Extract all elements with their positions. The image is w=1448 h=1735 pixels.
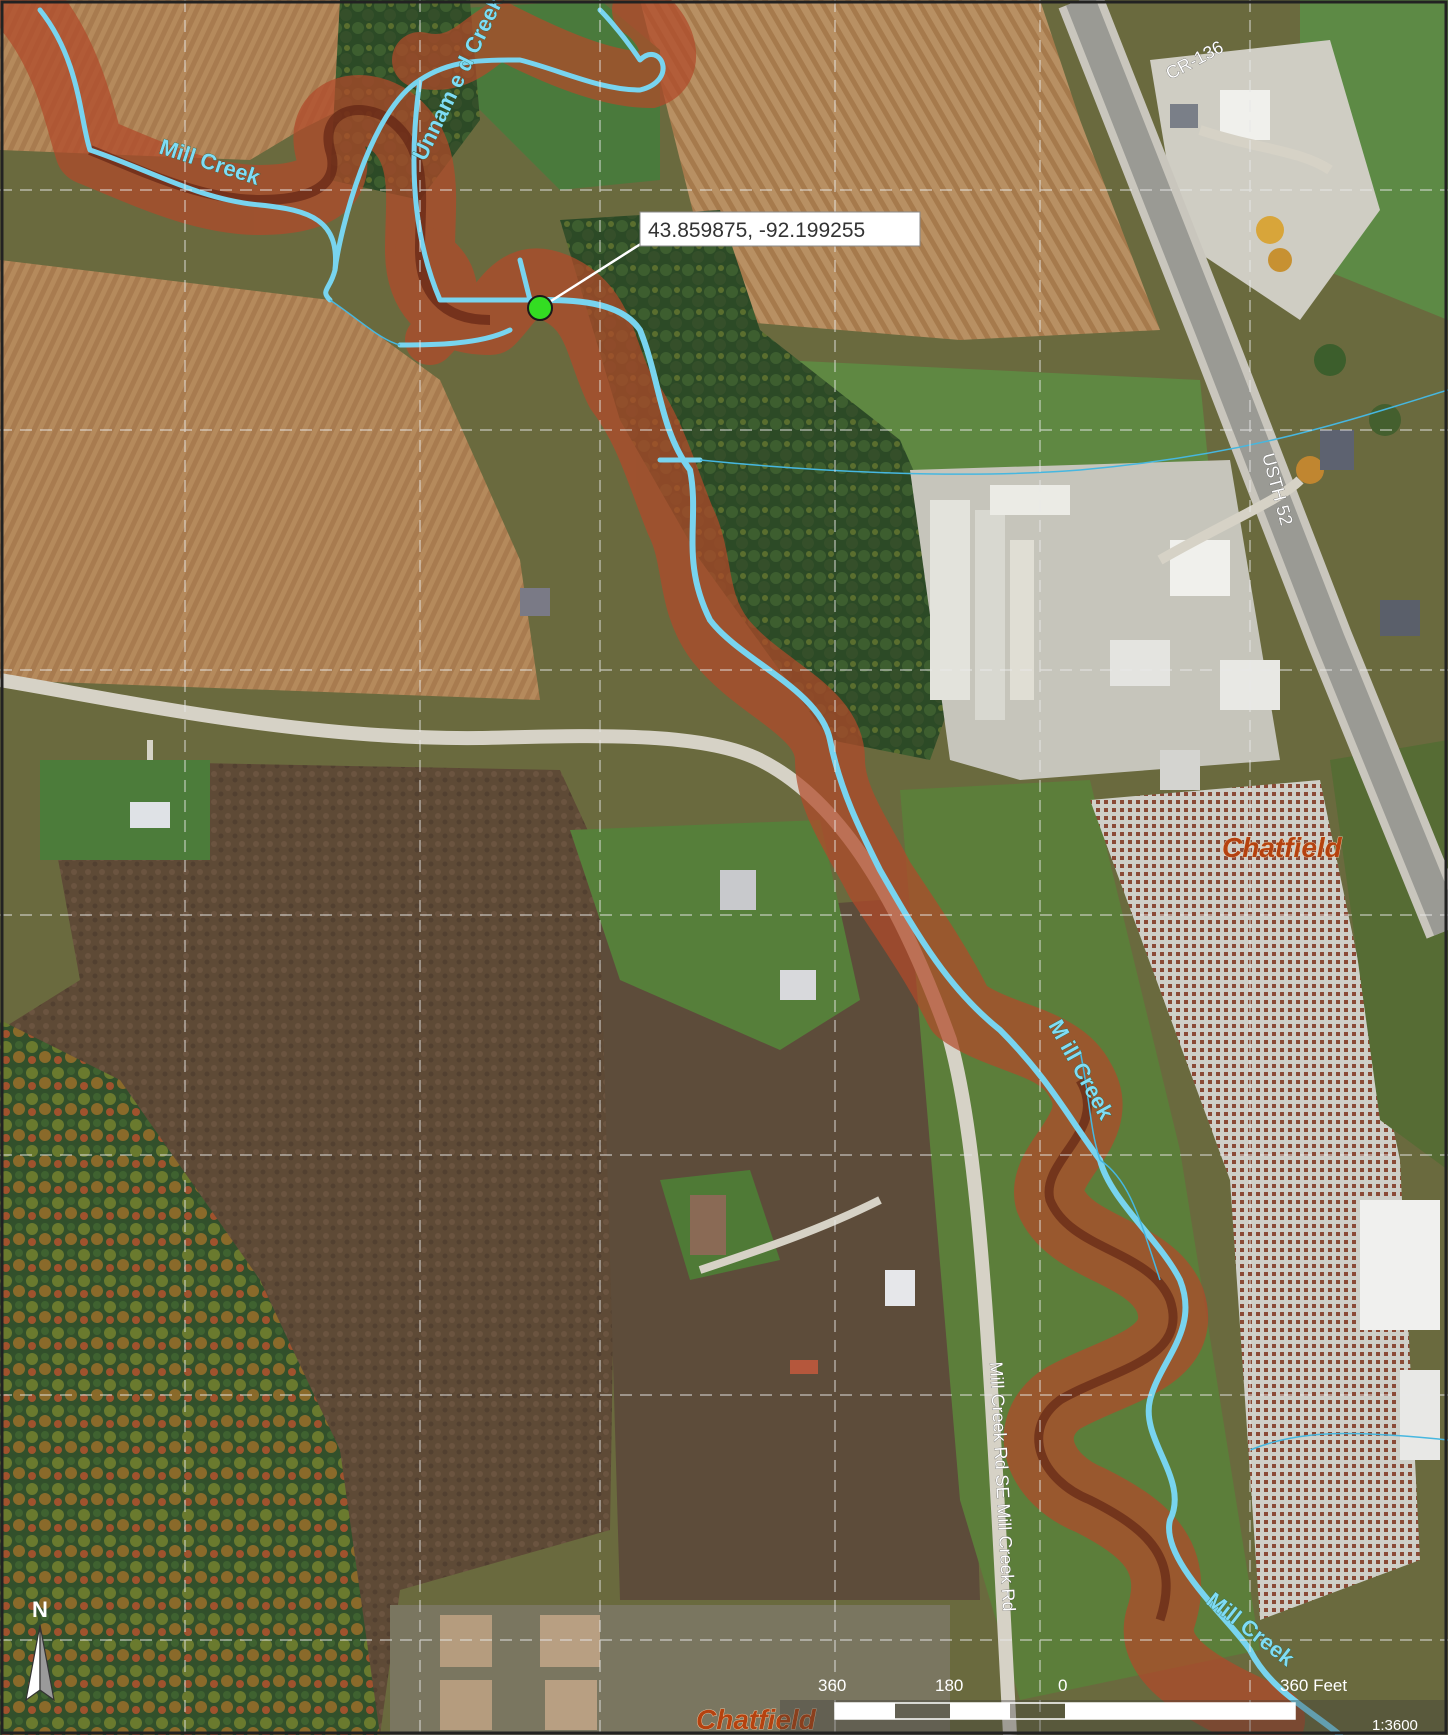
building: [520, 588, 550, 616]
forest: [0, 1020, 380, 1735]
stacked-materials: [930, 485, 1070, 720]
scale-segment: [950, 1703, 1010, 1719]
crop-field: [0, 260, 540, 700]
building: [790, 1360, 818, 1374]
building: [1360, 1200, 1440, 1330]
scale-segment: [1065, 1703, 1295, 1719]
place-label-chatfield: Chatfield: [696, 1704, 817, 1735]
scale-segment: [835, 1703, 895, 1719]
location-point-marker[interactable]: [527, 295, 553, 321]
driveway: [1157, 476, 1304, 565]
driveway: [698, 1196, 882, 1274]
scale-ratio: 1:3600: [1372, 1717, 1418, 1734]
scale-frame: [834, 1702, 1296, 1720]
scale-bar: 360 180 0 360 Feet 1:3600: [780, 1676, 1448, 1735]
mill-creek-road: [0, 673, 1017, 1735]
north-arrow-icon: N: [25, 1597, 55, 1702]
building: [1380, 600, 1420, 636]
building: [130, 802, 170, 828]
creek-lines: [37, 7, 1343, 1735]
building: [1220, 90, 1270, 140]
scale-label: 180: [935, 1676, 963, 1695]
building: [1110, 640, 1170, 686]
callout-leader: [539, 236, 651, 310]
stream-thin-lines: [329, 299, 1448, 1451]
place-label-chatfield: Chatfield: [1222, 832, 1343, 863]
north-arrow-letter: N: [32, 1597, 48, 1622]
building: [690, 1195, 726, 1255]
scale-label: 360 Feet: [1280, 1676, 1347, 1695]
building: [1160, 750, 1200, 790]
crop-field: [640, 0, 1160, 340]
highway-pavement: [1066, 0, 1448, 936]
houses: [440, 1615, 600, 1730]
scale-label: 360: [818, 1676, 846, 1695]
tree-belt: [560, 210, 980, 760]
driveway: [1198, 125, 1333, 175]
yard: [40, 760, 210, 860]
building: [1400, 1370, 1440, 1460]
salvage-yard: [1090, 780, 1420, 1620]
yard: [1150, 40, 1380, 320]
coordinate-callout-box: [639, 211, 921, 247]
scale-label: 0: [1058, 1676, 1067, 1695]
building: [1170, 104, 1198, 128]
building: [885, 1270, 915, 1306]
building: [1320, 430, 1354, 470]
building: [720, 870, 756, 910]
coordinate-callout-label: 43.859875, -92.199255: [648, 219, 865, 242]
brush-field: [600, 900, 980, 1600]
building: [780, 970, 816, 1000]
